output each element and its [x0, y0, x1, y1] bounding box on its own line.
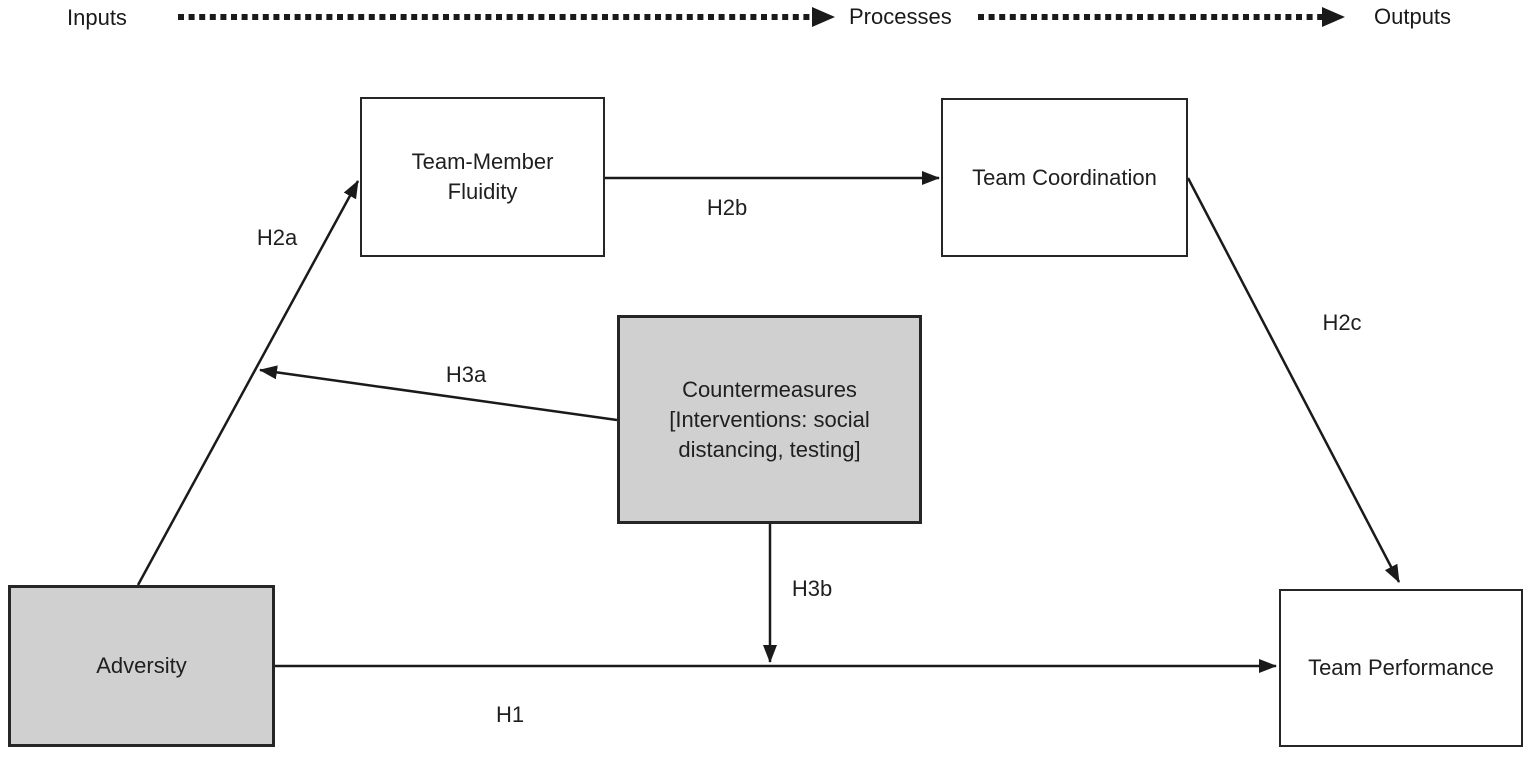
edge-h2c-arrow: [1186, 177, 1401, 583]
edge-label-h2b: H2b: [706, 195, 748, 220]
edge-label-h3b: H3b: [791, 576, 833, 601]
legend-dotted-arrow-processes-to-outputs: [978, 7, 1345, 27]
node-team-member-fluidity: Team-Member Fluidity: [360, 97, 605, 257]
legend-stage-outputs: Outputs: [1374, 4, 1452, 29]
legend-stage-processes: Processes: [849, 4, 952, 29]
legend-dotted-arrow-inputs-to-processes: [178, 7, 835, 27]
node-adversity: Adversity: [8, 585, 275, 747]
edge-label-h2c: H2c: [1322, 310, 1362, 335]
legend-stage-inputs: Inputs: [67, 5, 127, 30]
node-team-performance: Team Performance: [1279, 589, 1523, 747]
edge-h2a-arrow: [136, 180, 360, 586]
edge-label-h3a: H3a: [445, 362, 487, 387]
edge-label-h2a: H2a: [256, 225, 298, 250]
edge-h3a-arrow: [259, 365, 618, 422]
node-countermeasures: Countermeasures [Interventions: social d…: [617, 315, 922, 524]
edge-label-h1: H1: [495, 702, 525, 727]
node-team-coordination: Team Coordination: [941, 98, 1188, 257]
